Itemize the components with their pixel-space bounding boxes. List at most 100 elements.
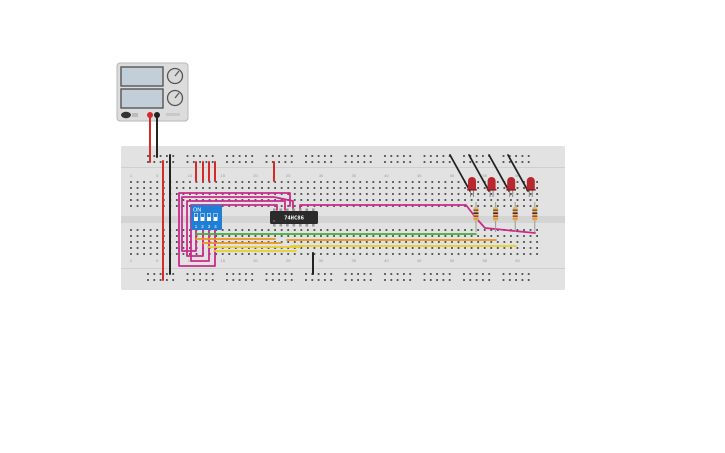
breadboard-hole[interactable] <box>182 187 185 189</box>
rail-hole[interactable] <box>350 273 353 275</box>
rail-hole[interactable] <box>475 155 478 157</box>
breadboard-hole[interactable] <box>221 235 224 237</box>
rail-hole[interactable] <box>192 161 195 163</box>
breadboard-hole[interactable] <box>313 205 316 207</box>
rail-hole[interactable] <box>324 155 326 157</box>
breadboard-hole[interactable] <box>379 193 381 195</box>
breadboard-hole[interactable] <box>346 199 349 201</box>
breadboard-hole[interactable] <box>470 253 473 255</box>
breadboard-hole[interactable] <box>398 235 401 237</box>
rail-hole[interactable] <box>211 279 214 281</box>
breadboard-hole[interactable] <box>536 193 538 195</box>
rail-hole[interactable] <box>475 279 478 281</box>
breadboard-hole[interactable] <box>293 193 296 195</box>
breadboard-hole[interactable] <box>339 181 342 183</box>
breadboard-hole[interactable] <box>136 205 139 207</box>
rail-hole[interactable] <box>166 279 168 281</box>
breadboard-hole[interactable] <box>490 193 493 195</box>
rail-hole[interactable] <box>488 279 491 281</box>
rail-hole[interactable] <box>369 161 372 163</box>
breadboard-hole[interactable] <box>470 193 473 195</box>
breadboard-hole[interactable] <box>175 187 178 189</box>
breadboard-hole[interactable] <box>398 247 401 249</box>
breadboard-hole[interactable] <box>431 181 434 183</box>
rail-hole[interactable] <box>290 155 293 157</box>
breadboard-hole[interactable] <box>261 187 263 189</box>
breadboard-hole[interactable] <box>320 205 322 207</box>
rail-hole[interactable] <box>305 279 307 281</box>
breadboard-hole[interactable] <box>267 199 270 201</box>
breadboard-hole[interactable] <box>228 235 231 237</box>
breadboard-hole[interactable] <box>365 247 368 249</box>
breadboard-hole[interactable] <box>431 247 434 249</box>
breadboard-hole[interactable] <box>261 199 263 201</box>
breadboard-hole[interactable] <box>372 235 375 237</box>
rail-hole[interactable] <box>502 273 505 275</box>
breadboard-hole[interactable] <box>300 199 303 201</box>
breadboard-hole[interactable] <box>241 247 244 249</box>
breadboard-hole[interactable] <box>365 199 368 201</box>
rail-hole[interactable] <box>521 279 524 281</box>
breadboard-hole[interactable] <box>175 253 178 255</box>
breadboard-hole[interactable] <box>424 193 427 195</box>
breadboard-hole[interactable] <box>529 229 532 231</box>
breadboard-hole[interactable] <box>503 235 506 237</box>
breadboard-hole[interactable] <box>464 187 466 189</box>
breadboard-hole[interactable] <box>352 229 355 231</box>
breadboard-hole[interactable] <box>379 247 381 249</box>
breadboard-hole[interactable] <box>424 199 427 201</box>
breadboard-hole[interactable] <box>372 193 375 195</box>
breadboard-hole[interactable] <box>496 199 499 201</box>
breadboard-hole[interactable] <box>536 205 538 207</box>
breadboard-hole[interactable] <box>136 181 139 183</box>
breadboard-hole[interactable] <box>215 187 218 189</box>
breadboard-hole[interactable] <box>254 241 257 243</box>
breadboard-hole[interactable] <box>470 205 473 207</box>
rail-hole[interactable] <box>363 155 366 157</box>
rail-hole[interactable] <box>284 155 287 157</box>
rail-hole[interactable] <box>211 161 214 163</box>
rail-hole[interactable] <box>205 155 208 157</box>
breadboard-hole[interactable] <box>313 241 316 243</box>
breadboard-hole[interactable] <box>274 247 276 249</box>
breadboard-hole[interactable] <box>359 199 362 201</box>
breadboard-hole[interactable] <box>398 205 401 207</box>
breadboard-hole[interactable] <box>306 193 309 195</box>
rail-hole[interactable] <box>245 161 247 163</box>
breadboard-hole[interactable] <box>405 247 407 249</box>
breadboard-hole[interactable] <box>392 241 394 243</box>
breadboard-hole[interactable] <box>523 241 525 243</box>
breadboard-hole[interactable] <box>234 229 237 231</box>
breadboard-hole[interactable] <box>248 205 250 207</box>
rail-hole[interactable] <box>330 279 333 281</box>
breadboard-hole[interactable] <box>182 181 185 183</box>
rail-hole[interactable] <box>475 273 478 275</box>
breadboard-hole[interactable] <box>477 253 480 255</box>
rail-hole[interactable] <box>172 155 175 157</box>
breadboard-hole[interactable] <box>306 199 309 201</box>
breadboard-hole[interactable] <box>149 235 152 237</box>
breadboard-hole[interactable] <box>195 199 198 201</box>
rail-hole[interactable] <box>350 161 353 163</box>
breadboard-hole[interactable] <box>241 187 244 189</box>
breadboard-hole[interactable] <box>536 181 538 183</box>
rail-hole[interactable] <box>448 161 451 163</box>
rail-hole[interactable] <box>330 273 333 275</box>
breadboard-hole[interactable] <box>267 205 270 207</box>
breadboard-hole[interactable] <box>359 205 362 207</box>
breadboard-hole[interactable] <box>411 187 414 189</box>
breadboard-hole[interactable] <box>405 181 407 183</box>
breadboard-hole[interactable] <box>254 193 257 195</box>
breadboard-hole[interactable] <box>300 241 303 243</box>
breadboard-hole[interactable] <box>254 229 257 231</box>
rail-hole[interactable] <box>330 161 333 163</box>
breadboard-hole[interactable] <box>398 187 401 189</box>
breadboard-hole[interactable] <box>510 205 512 207</box>
breadboard-hole[interactable] <box>477 187 480 189</box>
rail-hole[interactable] <box>232 273 235 275</box>
breadboard-hole[interactable] <box>189 235 191 237</box>
breadboard-hole[interactable] <box>189 241 191 243</box>
breadboard-hole[interactable] <box>300 253 303 255</box>
breadboard-hole[interactable] <box>149 229 152 231</box>
breadboard-hole[interactable] <box>182 241 185 243</box>
